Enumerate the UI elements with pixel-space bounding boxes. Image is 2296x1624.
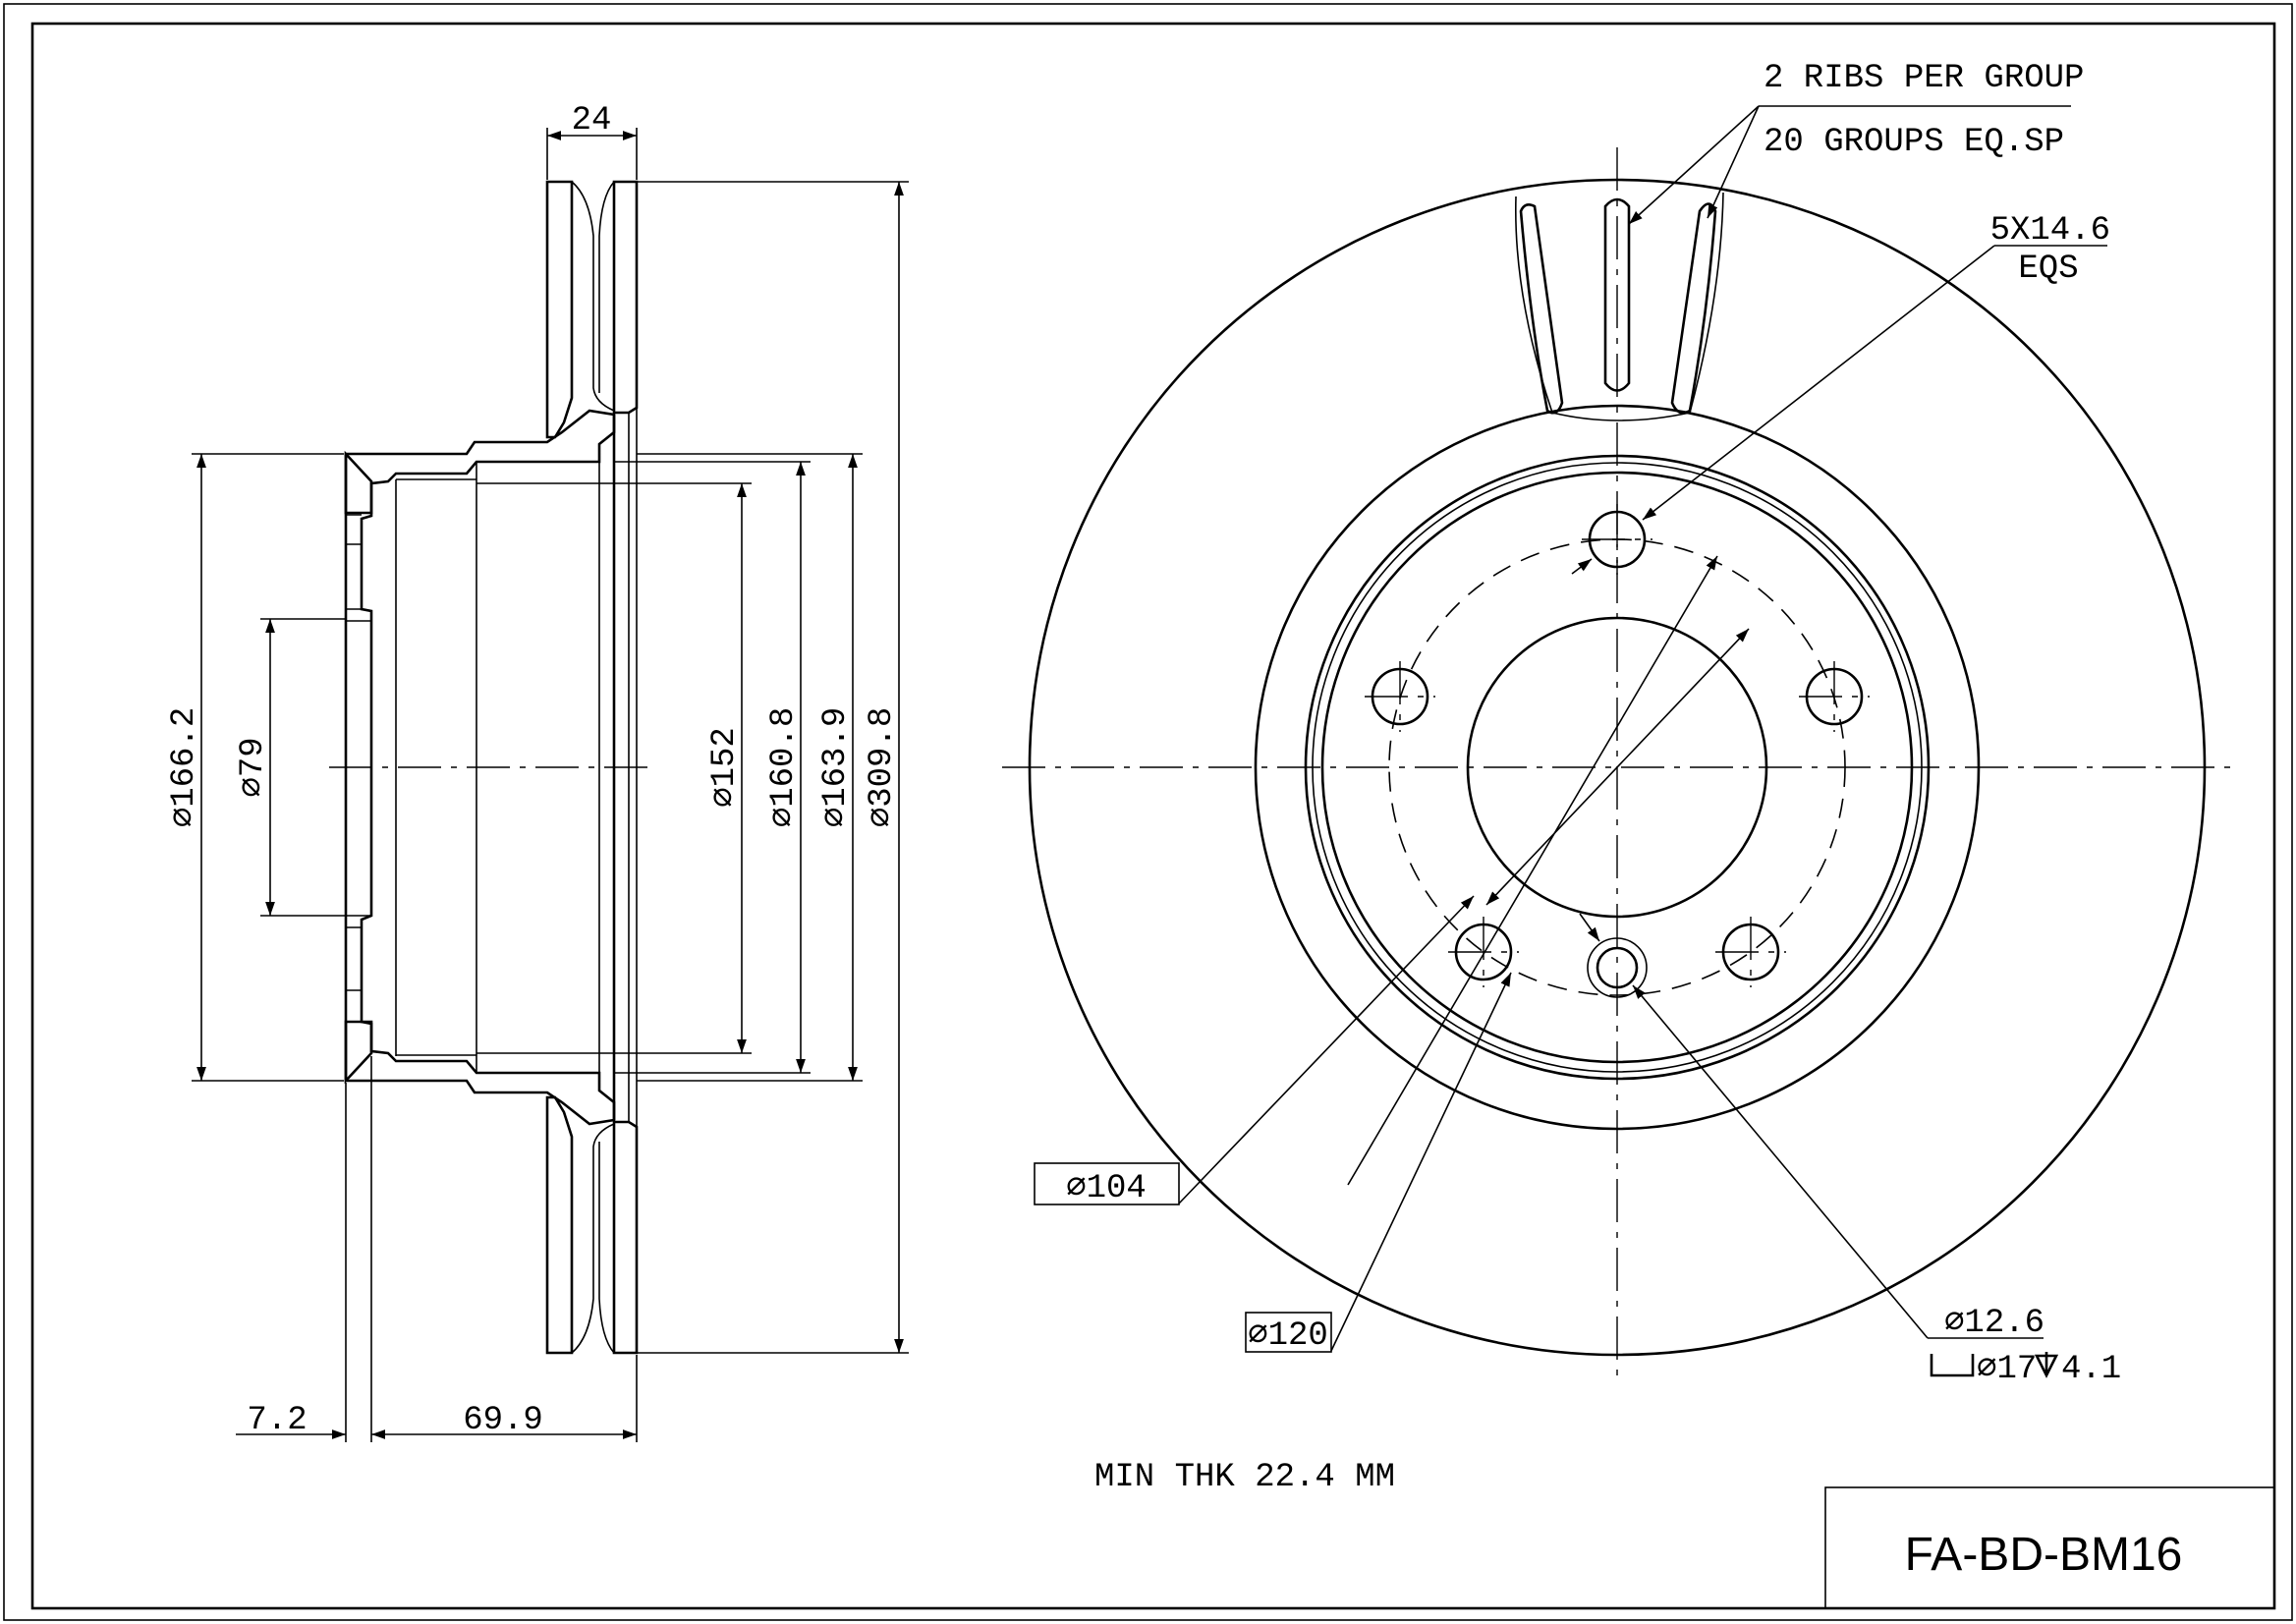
top-inner-plate-section bbox=[612, 180, 639, 415]
bolt-holes bbox=[1365, 504, 1870, 987]
depth-symbol-icon bbox=[2034, 1352, 2059, 1378]
ribs-leader-1 bbox=[1628, 105, 1760, 225]
side-section-view: 24 ⌀166.2 ⌀79 ⌀152 ⌀160.8 ⌀163.9 ⌀309.8 bbox=[166, 102, 909, 1442]
hat-step-2 bbox=[1320, 471, 1914, 1064]
dim-163-label: ⌀163.9 bbox=[817, 707, 855, 828]
pcd-dim-line bbox=[1485, 628, 1750, 906]
bottom-hat-wall-section bbox=[344, 1020, 616, 1126]
bolt-count-leader bbox=[1642, 245, 1995, 521]
bolt-hole-leader bbox=[1632, 984, 1929, 1339]
pcd-label: ⌀104 bbox=[1066, 1170, 1147, 1207]
bolt-hole bbox=[1715, 917, 1786, 987]
bolt-hole bbox=[1799, 661, 1870, 732]
dim-hat-label: ⌀166.2 bbox=[166, 707, 203, 828]
bolt-hole bbox=[1448, 917, 1519, 987]
bolt-hole-label: ⌀12.6 bbox=[1944, 1305, 2044, 1342]
front-view: 2 RIBS PER GROUP 20 GROUPS EQ.SP 5X14.6 … bbox=[1002, 60, 2230, 1388]
dim-offset-label: 69.9 bbox=[463, 1402, 543, 1439]
dim-160-label: ⌀160.8 bbox=[765, 707, 803, 828]
counterbore-label: ⌀17 bbox=[1977, 1351, 2037, 1388]
ribs-leader-2 bbox=[1707, 105, 1760, 219]
pcd-outer-label: ⌀120 bbox=[1248, 1317, 1328, 1355]
bolt-count-leader-tail bbox=[1571, 558, 1593, 575]
rib-right bbox=[1670, 202, 1717, 415]
bore-step-top bbox=[346, 514, 371, 622]
bolt-count-label: 5X14.6 bbox=[1990, 212, 2110, 250]
dim-152-label: ⌀152 bbox=[706, 727, 744, 808]
bottom-inner-plate-section bbox=[612, 1120, 639, 1355]
top-vent-channel-inner bbox=[598, 181, 615, 393]
hat-step-1 bbox=[1312, 462, 1923, 1073]
bolt-spacing-label: EQS bbox=[2018, 251, 2078, 288]
hat-outer-edge bbox=[1304, 454, 1931, 1081]
center-bore bbox=[1466, 616, 1768, 919]
top-hat-wall-section bbox=[344, 409, 616, 515]
counterbore-symbol-icon bbox=[1930, 1354, 1975, 1377]
top-outer-plate-section bbox=[545, 180, 574, 439]
dim-step-label: 7.2 bbox=[247, 1402, 307, 1439]
bore-step-bottom bbox=[346, 915, 371, 1023]
rib-center bbox=[1603, 197, 1631, 392]
pcd-leader bbox=[1178, 895, 1475, 1204]
inner-frame bbox=[30, 22, 2276, 1610]
bolt-hole bbox=[1582, 504, 1652, 575]
friction-ring-inner bbox=[1254, 404, 1981, 1131]
pcd-outer-label-box bbox=[1245, 1312, 1332, 1353]
bottom-vent-channel-inner bbox=[598, 1142, 615, 1354]
bolt-hole bbox=[1365, 661, 1435, 732]
bottom-vent-channel bbox=[571, 1123, 615, 1354]
title-block-box bbox=[1824, 1486, 2275, 1609]
part-number: FA-BD-BM16 bbox=[1905, 1529, 2183, 1581]
counterbore-hole bbox=[1596, 946, 1639, 989]
counterbore-ring bbox=[1587, 937, 1648, 998]
dim-bore-label: ⌀79 bbox=[235, 737, 272, 797]
pcd-label-box bbox=[1034, 1162, 1180, 1205]
dim-outer-label: ⌀309.8 bbox=[864, 707, 901, 828]
min-thickness-note: MIN THK 22.4 MM bbox=[1094, 1459, 1395, 1496]
dim-thickness-label: 24 bbox=[572, 102, 612, 140]
outer-frame bbox=[3, 3, 2293, 1621]
pcd-outer-leader bbox=[1330, 972, 1512, 1352]
bolt-hole-leader-2 bbox=[1579, 913, 1600, 942]
rib-left bbox=[1519, 203, 1564, 415]
outer-disc-edge bbox=[1028, 178, 2207, 1357]
rib-cutaway-outline bbox=[1514, 192, 1724, 421]
ribs-note-line1: 2 RIBS PER GROUP bbox=[1764, 60, 2084, 97]
top-vent-channel bbox=[571, 181, 615, 412]
ribs-note-line2: 20 GROUPS EQ.SP bbox=[1764, 124, 2064, 161]
bottom-outer-plate-section bbox=[545, 1095, 574, 1355]
title-block: FA-BD-BM16 bbox=[1824, 1486, 2275, 1609]
counterbore-depth-label: 4.1 bbox=[2061, 1351, 2121, 1388]
pcd-outer-dim-line bbox=[1347, 555, 1718, 1186]
